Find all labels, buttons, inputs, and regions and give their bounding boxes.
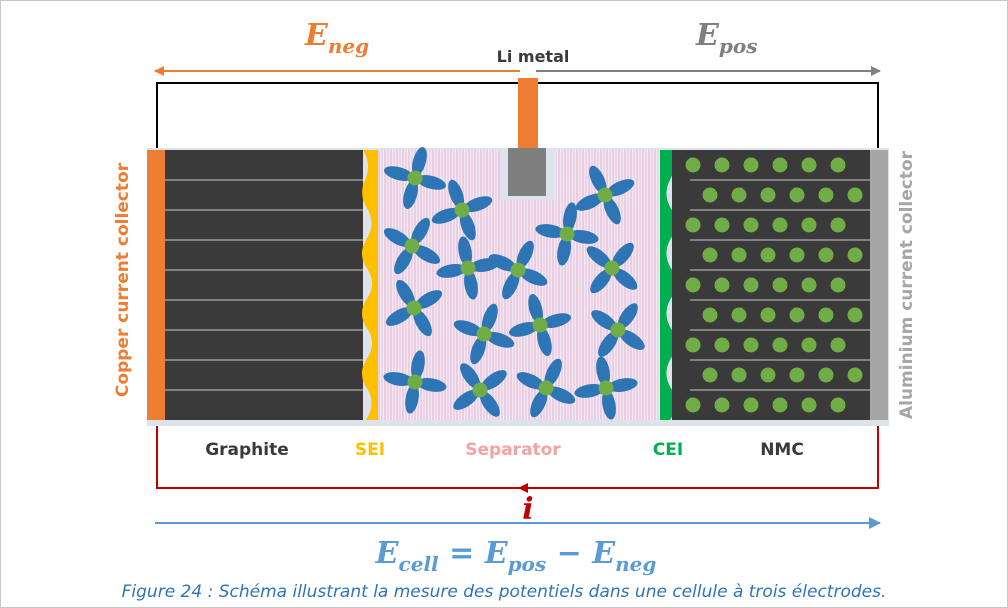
nmc-particle	[801, 157, 817, 173]
nmc-particle	[714, 337, 730, 353]
electrolyte-molecule	[591, 303, 645, 357]
electrolyte-molecule	[383, 217, 441, 275]
nmc-particle	[847, 307, 863, 323]
nmc-particle	[818, 187, 834, 203]
electrolyte-molecule	[436, 236, 500, 300]
li-metal-wire	[518, 78, 538, 148]
nmc-particle	[714, 397, 730, 413]
nmc-particle	[801, 397, 817, 413]
nmc-particle	[731, 247, 747, 263]
separator-label: Separator	[465, 440, 561, 460]
electrolyte-molecule	[431, 179, 493, 241]
aluminium-label: Aluminium current collector	[897, 150, 917, 419]
nmc-particle	[760, 187, 776, 203]
nmc-particle	[702, 307, 718, 323]
figure-caption: Figure 24 : Schéma illustrant la mesure …	[122, 582, 887, 602]
cei-label: CEI	[653, 440, 683, 460]
nmc-particle	[789, 367, 805, 383]
nmc-particle	[685, 217, 701, 233]
nmc-particle	[714, 217, 730, 233]
electrolyte-molecule	[574, 356, 638, 420]
nmc-particle	[760, 307, 776, 323]
nmc-particle	[772, 337, 788, 353]
nmc-particle	[801, 277, 817, 293]
nmc-particle	[830, 217, 846, 233]
li-metal-label: Li metal	[497, 47, 570, 66]
nmc-particle	[772, 157, 788, 173]
nmc-particle	[702, 367, 718, 383]
nmc-particle	[847, 187, 863, 203]
electrolyte-molecule	[508, 293, 572, 357]
e-pos-label: Epos	[695, 18, 757, 58]
sei-label: SEI	[355, 440, 385, 460]
nmc-particle	[789, 247, 805, 263]
nmc-particle	[789, 187, 805, 203]
nmc-particle	[760, 247, 776, 263]
nmc-particle	[714, 277, 730, 293]
nmc-particle	[702, 247, 718, 263]
cei-layer	[660, 150, 676, 420]
nmc-particle	[731, 187, 747, 203]
sei-layer	[361, 150, 378, 420]
nmc-particle	[801, 217, 817, 233]
electrolyte-molecule	[488, 240, 548, 300]
graphite-label: Graphite	[205, 440, 289, 460]
nmc-particle	[772, 217, 788, 233]
nmc-particle	[830, 277, 846, 293]
nmc-particle	[685, 157, 701, 173]
nmc-particle	[818, 367, 834, 383]
nmc-particle	[847, 247, 863, 263]
electrolyte-molecule	[586, 242, 638, 294]
nmc-particle	[830, 397, 846, 413]
cell-equation: Ecell = Epos − Eneg	[375, 536, 657, 576]
copper-current-collector	[147, 150, 165, 420]
nmc-particle	[731, 367, 747, 383]
nmc-particle	[743, 337, 759, 353]
nmc-electrode	[672, 150, 870, 420]
current-loop	[156, 426, 879, 489]
nmc-particle	[743, 397, 759, 413]
e-neg-label: Eneg	[304, 18, 369, 58]
nmc-particle	[731, 307, 747, 323]
nmc-particle	[685, 277, 701, 293]
nmc-label: NMC	[760, 440, 804, 460]
electrolyte-molecule	[535, 202, 599, 266]
nmc-particle	[818, 307, 834, 323]
electrolyte-molecule	[383, 146, 447, 210]
nmc-particle	[772, 277, 788, 293]
nmc-particle	[743, 217, 759, 233]
nmc-particle	[830, 157, 846, 173]
nmc-particle	[743, 277, 759, 293]
nmc-particle	[743, 157, 759, 173]
nmc-particle	[702, 187, 718, 203]
nmc-particle	[830, 337, 846, 353]
current-symbol: i	[522, 492, 533, 527]
nmc-particle	[685, 337, 701, 353]
nmc-particle	[714, 157, 730, 173]
external-wire	[156, 82, 879, 148]
nmc-particle	[789, 307, 805, 323]
electrolyte-molecule	[383, 350, 447, 414]
nmc-particle	[772, 397, 788, 413]
copper-label: Copper current collector	[113, 162, 133, 397]
li-metal-electrode	[508, 148, 546, 196]
electrolyte-molecule	[453, 303, 515, 365]
nmc-particle	[760, 367, 776, 383]
electrolyte-molecule	[575, 165, 635, 225]
graphite-electrode	[165, 150, 363, 420]
nmc-particle	[818, 247, 834, 263]
electrolyte-molecules	[383, 146, 645, 420]
nmc-particle	[685, 397, 701, 413]
electrolyte-molecule	[516, 358, 576, 418]
aluminium-current-collector	[870, 150, 888, 420]
nmc-particle	[847, 367, 863, 383]
nmc-particle	[801, 337, 817, 353]
electrolyte-molecule	[453, 363, 507, 417]
electrolyte-molecule	[385, 279, 443, 337]
